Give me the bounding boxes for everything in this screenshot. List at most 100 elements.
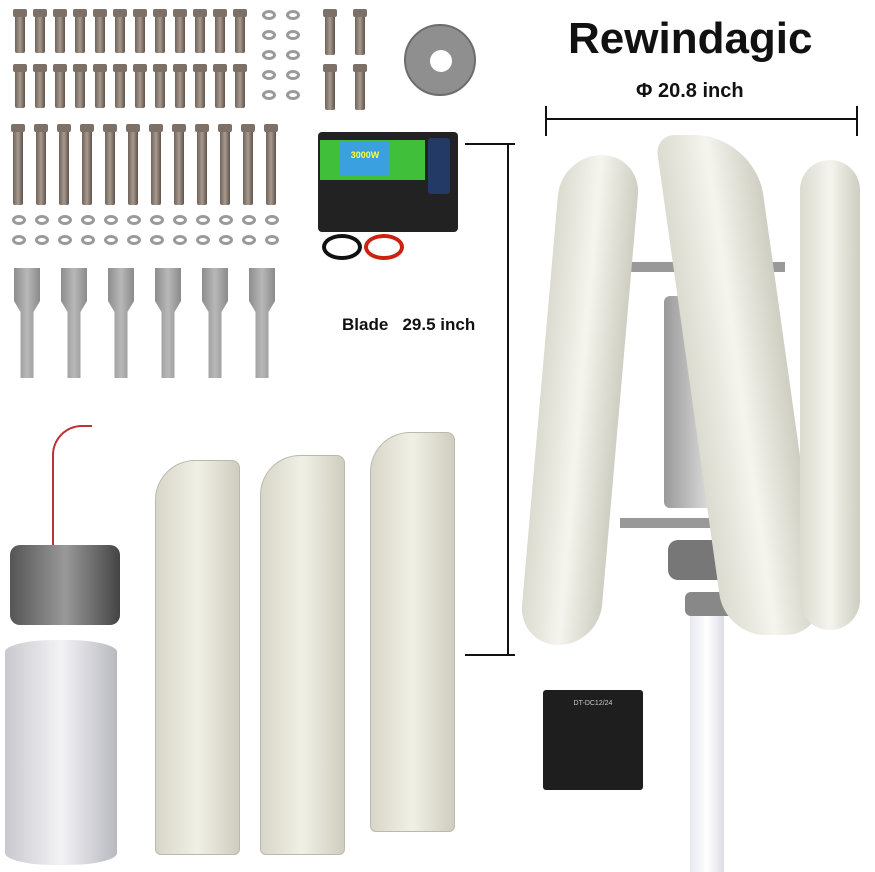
loose-blade xyxy=(370,432,455,832)
bolt xyxy=(80,124,94,205)
washer xyxy=(81,235,95,245)
bolt xyxy=(233,64,247,108)
washer xyxy=(12,235,26,245)
mounting-bracket xyxy=(155,268,181,378)
bolt xyxy=(193,9,207,53)
washer xyxy=(265,235,279,245)
washer xyxy=(242,215,256,225)
washer xyxy=(242,235,256,245)
washer xyxy=(150,215,164,225)
turbine-blade xyxy=(518,155,642,645)
washer xyxy=(219,215,233,225)
bolt xyxy=(33,9,47,53)
bolt xyxy=(73,9,87,53)
bolt xyxy=(323,64,337,110)
bolt xyxy=(241,124,255,205)
washer xyxy=(58,215,72,225)
inverter: 3000W xyxy=(318,132,458,232)
bolt xyxy=(113,9,127,53)
bolt xyxy=(133,64,147,108)
bolt xyxy=(126,124,140,205)
loose-blade xyxy=(155,460,240,855)
washer xyxy=(219,235,233,245)
bolt xyxy=(264,124,278,205)
generator-hub xyxy=(10,545,120,625)
washer xyxy=(150,235,164,245)
washer xyxy=(196,235,210,245)
washer xyxy=(127,215,141,225)
washer xyxy=(286,10,300,20)
bolt xyxy=(153,9,167,53)
washer xyxy=(286,50,300,60)
bolt xyxy=(13,9,27,53)
blade-dimension-line xyxy=(507,144,509,654)
loose-blade xyxy=(260,455,345,855)
washer xyxy=(265,215,279,225)
generator-wires xyxy=(52,425,92,555)
mounting-bracket xyxy=(61,268,87,378)
flange-plate xyxy=(404,24,476,96)
washer xyxy=(127,235,141,245)
bolt xyxy=(53,64,67,108)
bolt xyxy=(213,64,227,108)
mounting-bracket xyxy=(202,268,228,378)
washer xyxy=(104,215,118,225)
washer xyxy=(286,90,300,100)
controller-model-label: DT-DC12/24 xyxy=(573,700,613,707)
blade-length-label: Blade 29.5 inch xyxy=(342,315,476,334)
washer xyxy=(35,215,49,225)
washer xyxy=(262,50,276,60)
bolt xyxy=(195,124,209,205)
cable-red xyxy=(364,234,404,260)
bolt xyxy=(11,124,25,205)
bolt xyxy=(57,124,71,205)
diameter-label: Φ 20.8 inch xyxy=(636,80,744,102)
washer xyxy=(262,30,276,40)
washer xyxy=(35,235,49,245)
bolt xyxy=(34,124,48,205)
turbine-blade xyxy=(800,160,860,630)
washer xyxy=(286,70,300,80)
turbine-pole xyxy=(690,600,724,872)
washer xyxy=(81,215,95,225)
bolt xyxy=(233,9,247,53)
washer xyxy=(58,235,72,245)
brand-title: Rewindagic xyxy=(568,14,813,63)
bolt xyxy=(133,9,147,53)
charge-controller: DT-DC12/24 xyxy=(543,690,643,790)
bolt xyxy=(113,64,127,108)
bolt xyxy=(33,64,47,108)
mounting-bracket xyxy=(108,268,134,378)
bolt xyxy=(53,9,67,53)
bolt xyxy=(93,64,107,108)
washer xyxy=(262,70,276,80)
bolt xyxy=(13,64,27,108)
washer xyxy=(12,215,26,225)
bolt xyxy=(173,64,187,108)
bolt xyxy=(172,124,186,205)
bolt xyxy=(193,64,207,108)
bolt xyxy=(103,124,117,205)
mounting-bracket xyxy=(14,268,40,378)
washer xyxy=(286,30,300,40)
washer xyxy=(196,215,210,225)
cable-black xyxy=(322,234,362,260)
bolt xyxy=(149,124,163,205)
washer xyxy=(262,10,276,20)
bolt xyxy=(213,9,227,53)
washer xyxy=(173,215,187,225)
washer xyxy=(104,235,118,245)
generator-rotor xyxy=(5,640,117,865)
inverter-power-label: 3000W xyxy=(340,142,390,176)
bolt xyxy=(218,124,232,205)
bolt xyxy=(353,9,367,55)
bolt xyxy=(153,64,167,108)
bolt xyxy=(173,9,187,53)
mounting-bracket xyxy=(249,268,275,378)
bolt xyxy=(93,9,107,53)
washer xyxy=(173,235,187,245)
bolt xyxy=(323,9,337,55)
bolt xyxy=(353,64,367,110)
diameter-dimension-line xyxy=(545,118,858,120)
washer xyxy=(262,90,276,100)
